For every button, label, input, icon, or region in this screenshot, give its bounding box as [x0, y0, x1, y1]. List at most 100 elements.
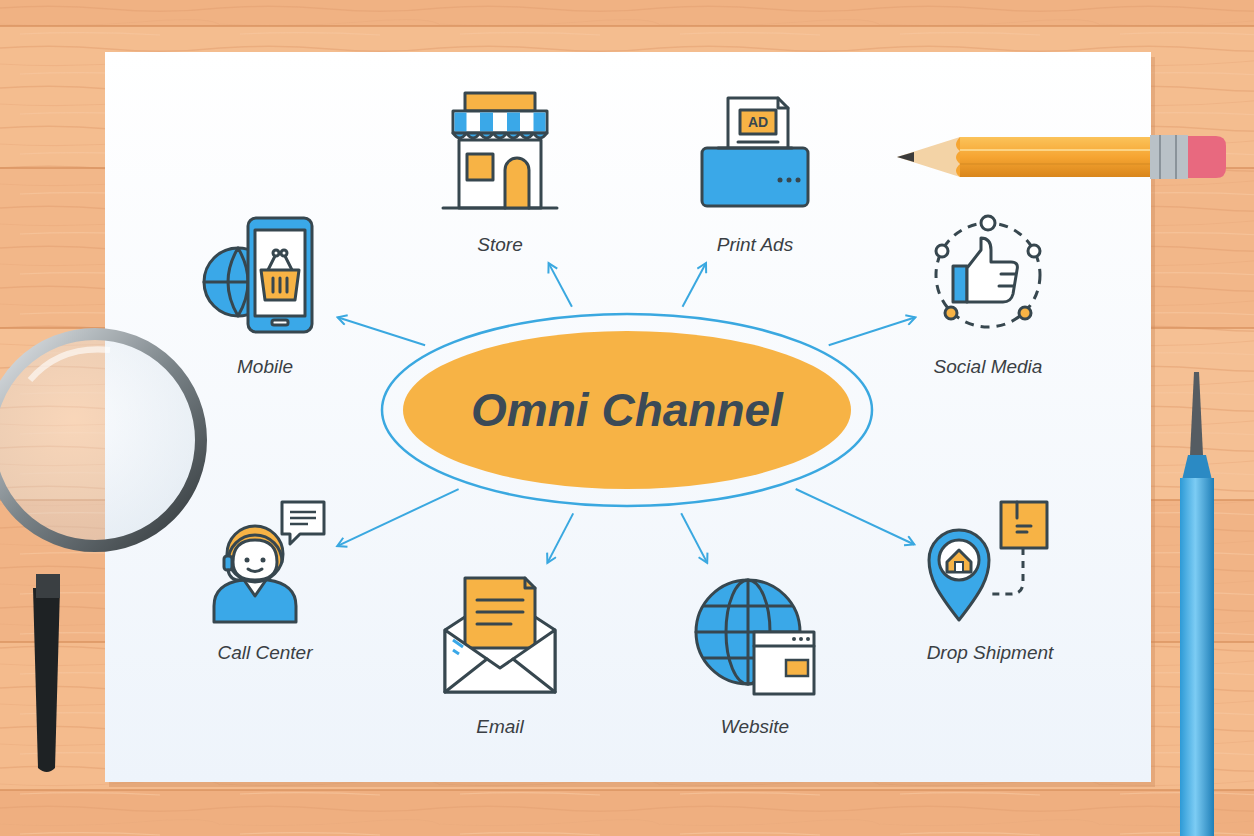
channel-node: Call Center	[200, 496, 330, 664]
drawing-part	[281, 250, 287, 256]
drawing-part	[453, 111, 547, 133]
drawing-part	[1180, 478, 1214, 836]
drawing-part	[445, 630, 555, 692]
drawing-part	[1180, 372, 1214, 836]
drawing-part	[255, 230, 305, 316]
drawing-part	[956, 137, 960, 177]
shipment-icon	[925, 496, 1055, 626]
channel-label: Email	[476, 716, 524, 738]
channel-node: Mobile	[200, 210, 330, 378]
connector-arrow	[681, 513, 707, 563]
drawing-part	[465, 578, 535, 648]
drawing-part	[778, 178, 783, 183]
drawing-part	[897, 152, 914, 162]
channel-label: Call Center	[217, 642, 312, 664]
drawing-part	[507, 113, 520, 132]
drawing-part	[806, 637, 810, 641]
drawing-part	[36, 574, 60, 598]
drawing-part	[382, 314, 872, 506]
call-center-icon	[200, 496, 330, 626]
channel-label: Mobile	[237, 356, 293, 378]
email-icon	[435, 570, 565, 700]
connector-arrow	[796, 489, 915, 545]
drawing-part	[534, 113, 546, 132]
drawing-part	[272, 320, 288, 325]
drawing-part	[455, 113, 467, 132]
channel-label: Drop Shipment	[927, 642, 1054, 664]
drawing-part	[960, 137, 1152, 177]
channel-label: Store	[477, 234, 522, 256]
drawing-part	[282, 502, 324, 544]
channel-node: Drop Shipment	[922, 496, 1059, 664]
drawing-part	[290, 512, 316, 524]
ad-label: AD	[740, 110, 776, 134]
drawing-part	[786, 660, 808, 676]
drawing-part	[754, 632, 814, 694]
drawing-part	[1182, 455, 1212, 480]
drawing-part	[465, 93, 535, 111]
drawing-part	[1190, 372, 1203, 455]
drawing-part	[1017, 502, 1031, 532]
channel-node: Print AdsAD	[690, 88, 820, 256]
drawing-part	[728, 98, 788, 154]
drawing-part	[445, 659, 555, 692]
drawing-part	[796, 178, 801, 183]
drawing-part	[214, 580, 296, 622]
drawing-part	[227, 526, 283, 582]
drawing-part	[1188, 136, 1226, 178]
connector-arrow	[683, 263, 707, 307]
drawing-part	[981, 216, 995, 230]
hub-title: Omni Channel	[471, 383, 783, 437]
drawing-part	[245, 558, 250, 563]
connector-arrow	[829, 317, 916, 345]
drawing-part	[228, 570, 244, 580]
drawing-part	[0, 334, 201, 772]
drawing-part	[505, 158, 529, 208]
drawing-part	[273, 250, 279, 256]
drawing-part	[960, 163, 1152, 165]
drawing-part	[1159, 135, 1161, 179]
connector-arrow	[338, 317, 426, 345]
drawing-part	[778, 98, 788, 108]
drawing-part	[967, 238, 1017, 302]
drawing-part	[939, 540, 979, 580]
drawing-part	[0, 334, 201, 546]
drawing-part	[1028, 245, 1040, 257]
drawing-part	[268, 254, 292, 270]
drawing-part	[929, 530, 989, 620]
drawing-part	[955, 562, 963, 572]
drawing-part	[33, 588, 60, 772]
drawing-part	[945, 307, 957, 319]
connector-arrow	[337, 489, 458, 546]
drawing-part	[525, 578, 535, 588]
social-icon	[923, 210, 1053, 340]
channel-node: Email	[435, 570, 565, 738]
drawing-part	[1019, 307, 1031, 319]
drawing-part	[105, 52, 1151, 782]
store-icon	[435, 88, 565, 218]
drawing-part	[738, 141, 778, 144]
print-ad-icon	[690, 88, 820, 218]
drawing-part	[947, 550, 971, 572]
drawing-part	[403, 331, 851, 489]
drawing-part	[248, 569, 262, 572]
drawing-part	[953, 266, 967, 302]
drawing-part	[273, 278, 287, 292]
website-icon	[690, 570, 820, 700]
connector-arrow	[547, 513, 573, 563]
drawing-part	[792, 637, 796, 641]
channel-node: Social Media	[923, 210, 1053, 378]
drawing-part	[477, 600, 523, 624]
drawing-part	[453, 640, 463, 654]
drawing-part	[1150, 135, 1188, 179]
drawing-part	[224, 556, 232, 570]
drawing-part	[718, 147, 792, 150]
drawing-part	[1001, 502, 1047, 548]
drawing-part	[799, 637, 803, 641]
drawing-part	[897, 137, 960, 177]
drawing-part	[30, 349, 110, 380]
drawing-part	[740, 110, 776, 134]
channel-label: Website	[721, 716, 789, 738]
drawing-part	[999, 274, 1015, 286]
